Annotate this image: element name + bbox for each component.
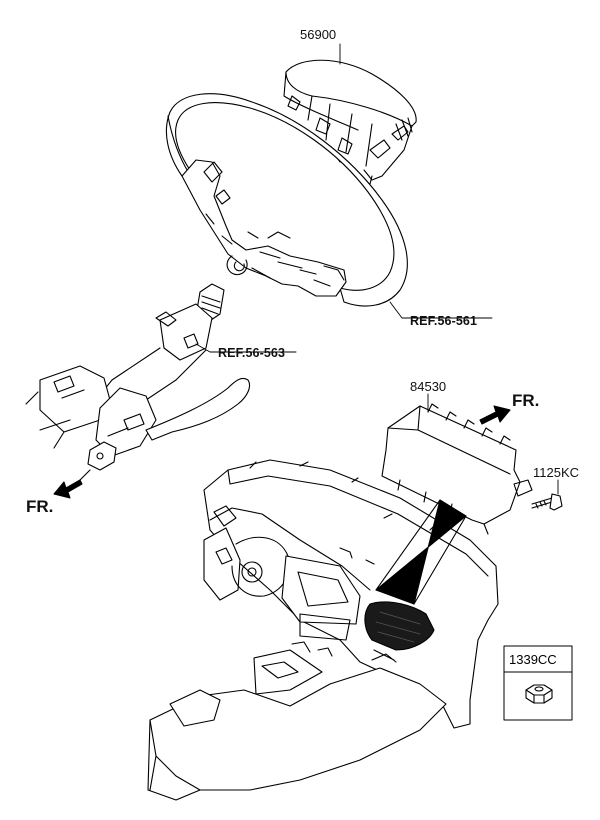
- fr-label-left: FR.: [26, 497, 54, 516]
- leader-lines: [195, 43, 559, 495]
- nut-detail-box: [503, 645, 573, 721]
- label-56900: 56900: [300, 27, 337, 42]
- label-84530: 84530: [410, 379, 447, 394]
- label-1125kc: 1125KC: [533, 465, 580, 480]
- label-1339cc: 1339CC: [509, 652, 557, 667]
- instrument-panel: [147, 459, 499, 801]
- bolt-part: [531, 493, 563, 511]
- ref-steering-wheel: REF.56-561: [410, 314, 478, 328]
- passenger-airbag-module: [381, 403, 533, 535]
- fr-arrow-right: [479, 405, 511, 425]
- fr-arrow-left: [53, 479, 83, 499]
- steering-column: [25, 283, 251, 481]
- steering-wheel: [165, 93, 408, 307]
- ref-steering-column: REF.56-563: [218, 346, 286, 360]
- fr-label-right: FR.: [512, 391, 540, 410]
